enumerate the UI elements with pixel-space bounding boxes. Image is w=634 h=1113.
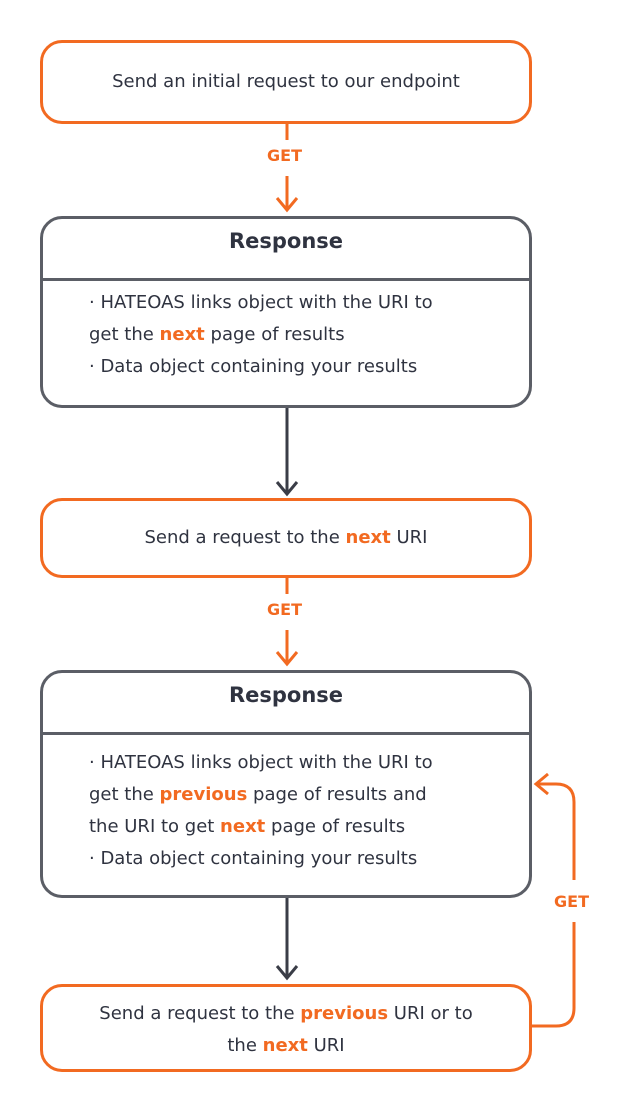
r1-bullet2: · Data object containing your results xyxy=(89,356,418,377)
r2-bullet1-line2: get the previous page of results and xyxy=(89,784,427,805)
last-request-line2: the next URI xyxy=(227,1035,345,1056)
response-bullets-1: · HATEOAS links object with the URI to g… xyxy=(89,287,509,383)
get-label-1: GET xyxy=(267,146,302,165)
arrow-get2-head xyxy=(275,651,299,667)
arrow-dark2-head xyxy=(275,965,299,981)
arrow-dark1-head xyxy=(275,481,299,497)
loop-arrow-head xyxy=(533,772,549,796)
response-title-2: Response xyxy=(228,683,344,707)
response-box-2: Response · HATEOAS links object with the… xyxy=(40,670,532,898)
r2-bullet1-line3: the URI to get next page of results xyxy=(89,816,406,837)
initial-request-text: Send an initial request to our endpoint xyxy=(112,71,460,92)
loop-arrow-bottom xyxy=(532,922,576,1028)
next-request-text: Send a request to the next URI xyxy=(144,527,428,548)
initial-request-box: Send an initial request to our endpoint xyxy=(40,40,532,124)
response-bullets-2: · HATEOAS links object with the URI to g… xyxy=(89,747,509,875)
loop-arrow-top xyxy=(536,782,576,880)
arrow-get1-head xyxy=(275,197,299,213)
r1-bullet1-line2: get the next page of results xyxy=(89,324,345,345)
response-divider-2 xyxy=(43,732,529,735)
previous-next-request-box: Send a request to the previous URI or to… xyxy=(40,984,532,1072)
r2-bullet1-line1: · HATEOAS links object with the URI to xyxy=(89,752,433,773)
r2-bullet2: · Data object containing your results xyxy=(89,848,418,869)
get-label-3: GET xyxy=(554,892,589,911)
last-request-line1: Send a request to the previous URI or to xyxy=(99,1003,473,1024)
response-box-1: Response · HATEOAS links object with the… xyxy=(40,216,532,408)
response-title-1: Response xyxy=(228,229,344,253)
r1-bullet1-line1: · HATEOAS links object with the URI to xyxy=(89,292,433,313)
get-label-2: GET xyxy=(267,600,302,619)
response-divider-1 xyxy=(43,278,529,281)
next-request-box: Send a request to the next URI xyxy=(40,498,532,578)
